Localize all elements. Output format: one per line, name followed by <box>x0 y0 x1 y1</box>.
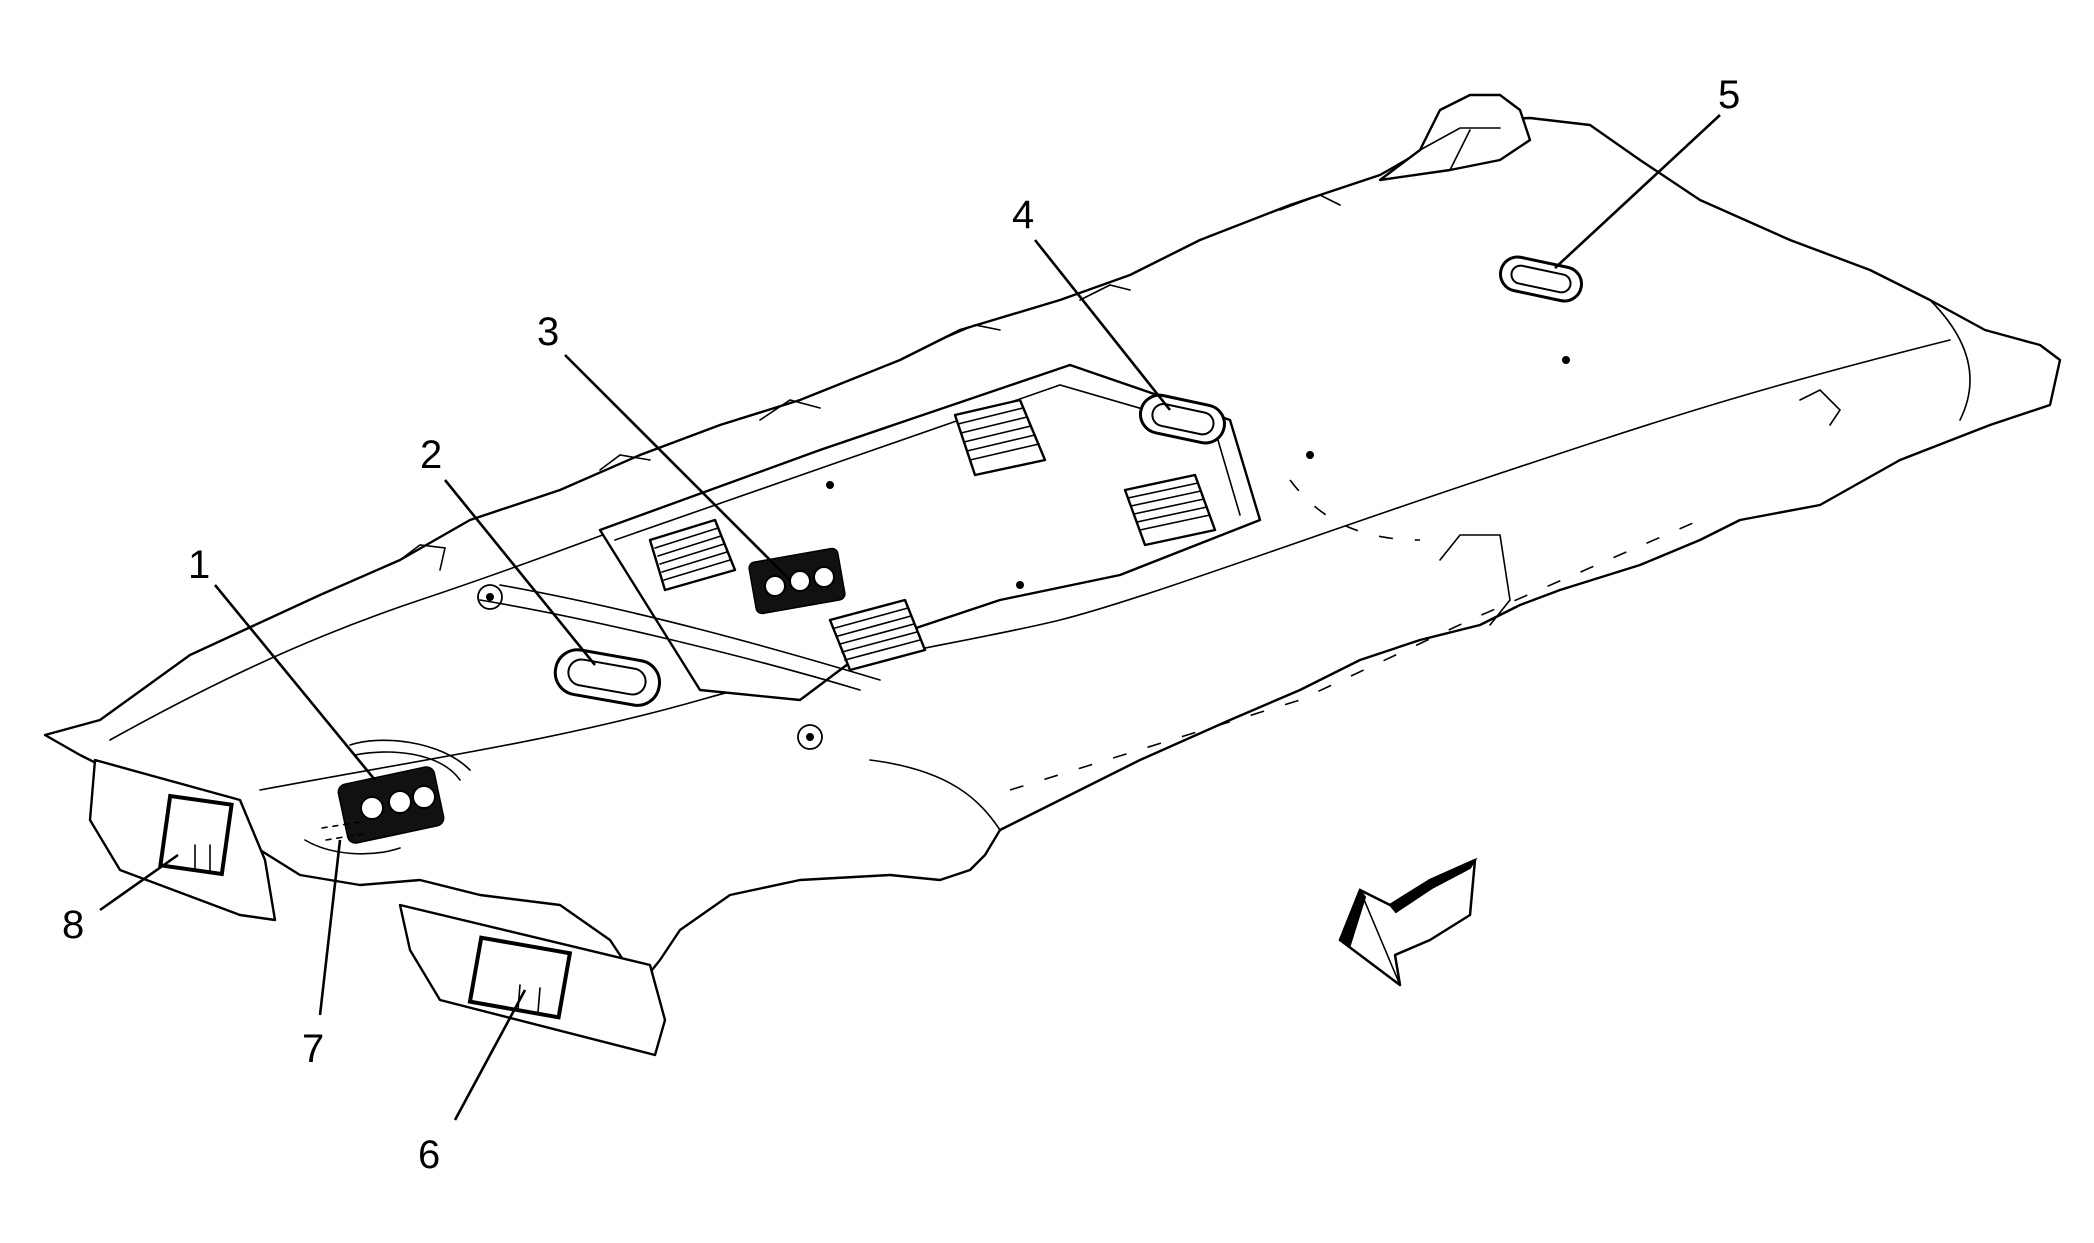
callout-1: 1 <box>188 543 210 587</box>
rear-upper-block <box>1378 93 1532 182</box>
leader-6 <box>453 989 527 1121</box>
fastener-marks <box>477 356 1570 750</box>
part-6-right-sunshade <box>398 903 667 1057</box>
leader-3 <box>564 354 791 581</box>
roof-side-crease <box>869 759 1001 831</box>
air-vent-front-right <box>828 598 927 672</box>
part-2-dome-lamp <box>553 648 662 707</box>
part-4-rear-dome-lamp <box>1139 393 1226 445</box>
callout-leaders <box>99 114 1721 1121</box>
leader-7 <box>318 839 342 1016</box>
rear-pillar-detail <box>1439 389 1842 626</box>
part-8-left-sunshade <box>88 758 277 922</box>
leader-4 <box>1033 239 1172 411</box>
roof-dash-line-1 <box>1009 519 1701 791</box>
callout-8: 8 <box>62 903 84 947</box>
rear-corner-crease <box>1929 299 1971 421</box>
part-5-cargo-lamp <box>1499 255 1583 303</box>
part-1-front-reading-lamp <box>337 739 471 844</box>
vehicle-front-direction-arrow-icon <box>1338 857 1478 987</box>
air-vent-rear-right <box>1123 473 1217 547</box>
callout-labels: 1 2 3 4 5 6 7 8 <box>62 73 1740 1177</box>
callout-4: 4 <box>1012 193 1034 237</box>
side-rail-detail <box>399 194 1341 571</box>
console-mid-ridge-2 <box>499 584 881 681</box>
leader-1 <box>213 584 377 781</box>
part-7-microphone <box>304 821 401 855</box>
overhead-console-area <box>479 363 1262 702</box>
roof-crown-line <box>259 339 1951 791</box>
leader-5 <box>1554 114 1721 269</box>
callout-6: 6 <box>418 1133 440 1177</box>
callout-2: 2 <box>420 433 442 477</box>
air-vent-front-left <box>648 518 737 592</box>
callout-3: 3 <box>537 310 559 354</box>
callout-5: 5 <box>1718 73 1740 117</box>
console-outer-frame <box>598 363 1262 702</box>
leader-8 <box>99 853 179 912</box>
callout-7: 7 <box>302 1027 324 1071</box>
air-vent-rear-left <box>953 398 1047 477</box>
console-inner-frame <box>614 384 1241 541</box>
console-mid-ridge <box>479 599 861 691</box>
leader-2 <box>443 479 597 666</box>
rear-upper-block-detail <box>1419 127 1501 171</box>
